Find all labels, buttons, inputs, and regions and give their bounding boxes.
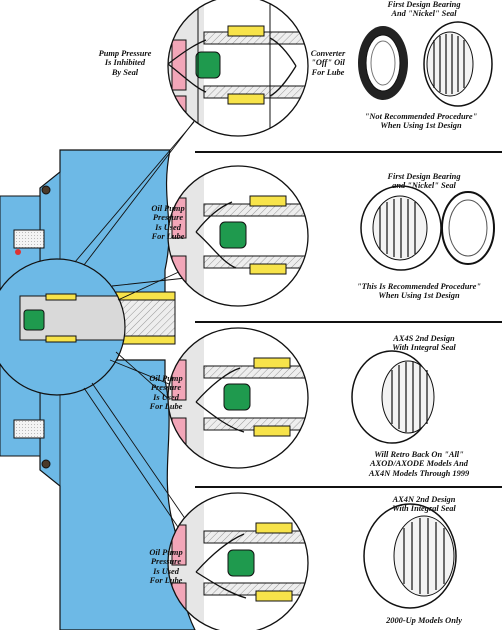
panel-2-part-note: "This Is Recommended Procedure" When Usi… bbox=[357, 282, 481, 301]
panel-3-left-label: Oil Pump Pressure Is Used For Lube bbox=[149, 374, 183, 412]
panel-3-part-title: AX4S 2nd Design With Integral Seal bbox=[392, 334, 456, 353]
panel-4-part-title: AX4N 2nd Design With Integral Seal bbox=[392, 495, 456, 514]
panel-3-part-note: Will Retro Back On "All" AXOD/AXODE Mode… bbox=[368, 450, 470, 478]
panel-1-part-title: First Design Bearing And "Nickel" Seal bbox=[387, 0, 461, 19]
panel-separators bbox=[195, 151, 502, 488]
leader-lines bbox=[74, 115, 199, 531]
panel-1-left-label: Pump Pressure Is Inhibited By Seal bbox=[98, 49, 152, 77]
detail-circle-panel-3 bbox=[167, 327, 309, 469]
panel-4-left-label: Oil Pump Pressure Is Used For Lube bbox=[149, 548, 183, 586]
seal-ring-icon bbox=[358, 26, 408, 100]
needle-bearing-icon bbox=[423, 21, 493, 107]
detail-circle-panel-4 bbox=[167, 492, 309, 630]
needle-bearing-icon bbox=[360, 185, 442, 271]
panel-4-part-note: 2000-Up Models Only bbox=[386, 616, 462, 625]
panel-2-left-label: Oil Pump Pressure Is Used For Lube bbox=[151, 204, 185, 242]
needle-bearing-integral-seal-icon bbox=[363, 503, 457, 609]
needle-bearing-integral-seal-icon bbox=[351, 350, 435, 444]
detail-circle-main bbox=[0, 258, 126, 396]
panel-1-part-note: "Not Recommended Procedure" When Using 1… bbox=[364, 112, 478, 131]
panel-2-part-title: First Design Bearing and "Nickel" Seal bbox=[387, 172, 461, 191]
detail-circle-panel-1 bbox=[167, 0, 309, 137]
panel-1-right-label: Converter "Off" Oil For Lube bbox=[310, 49, 346, 77]
seal-ring-icon bbox=[441, 191, 495, 265]
oil-flow-arrows bbox=[167, 37, 297, 599]
